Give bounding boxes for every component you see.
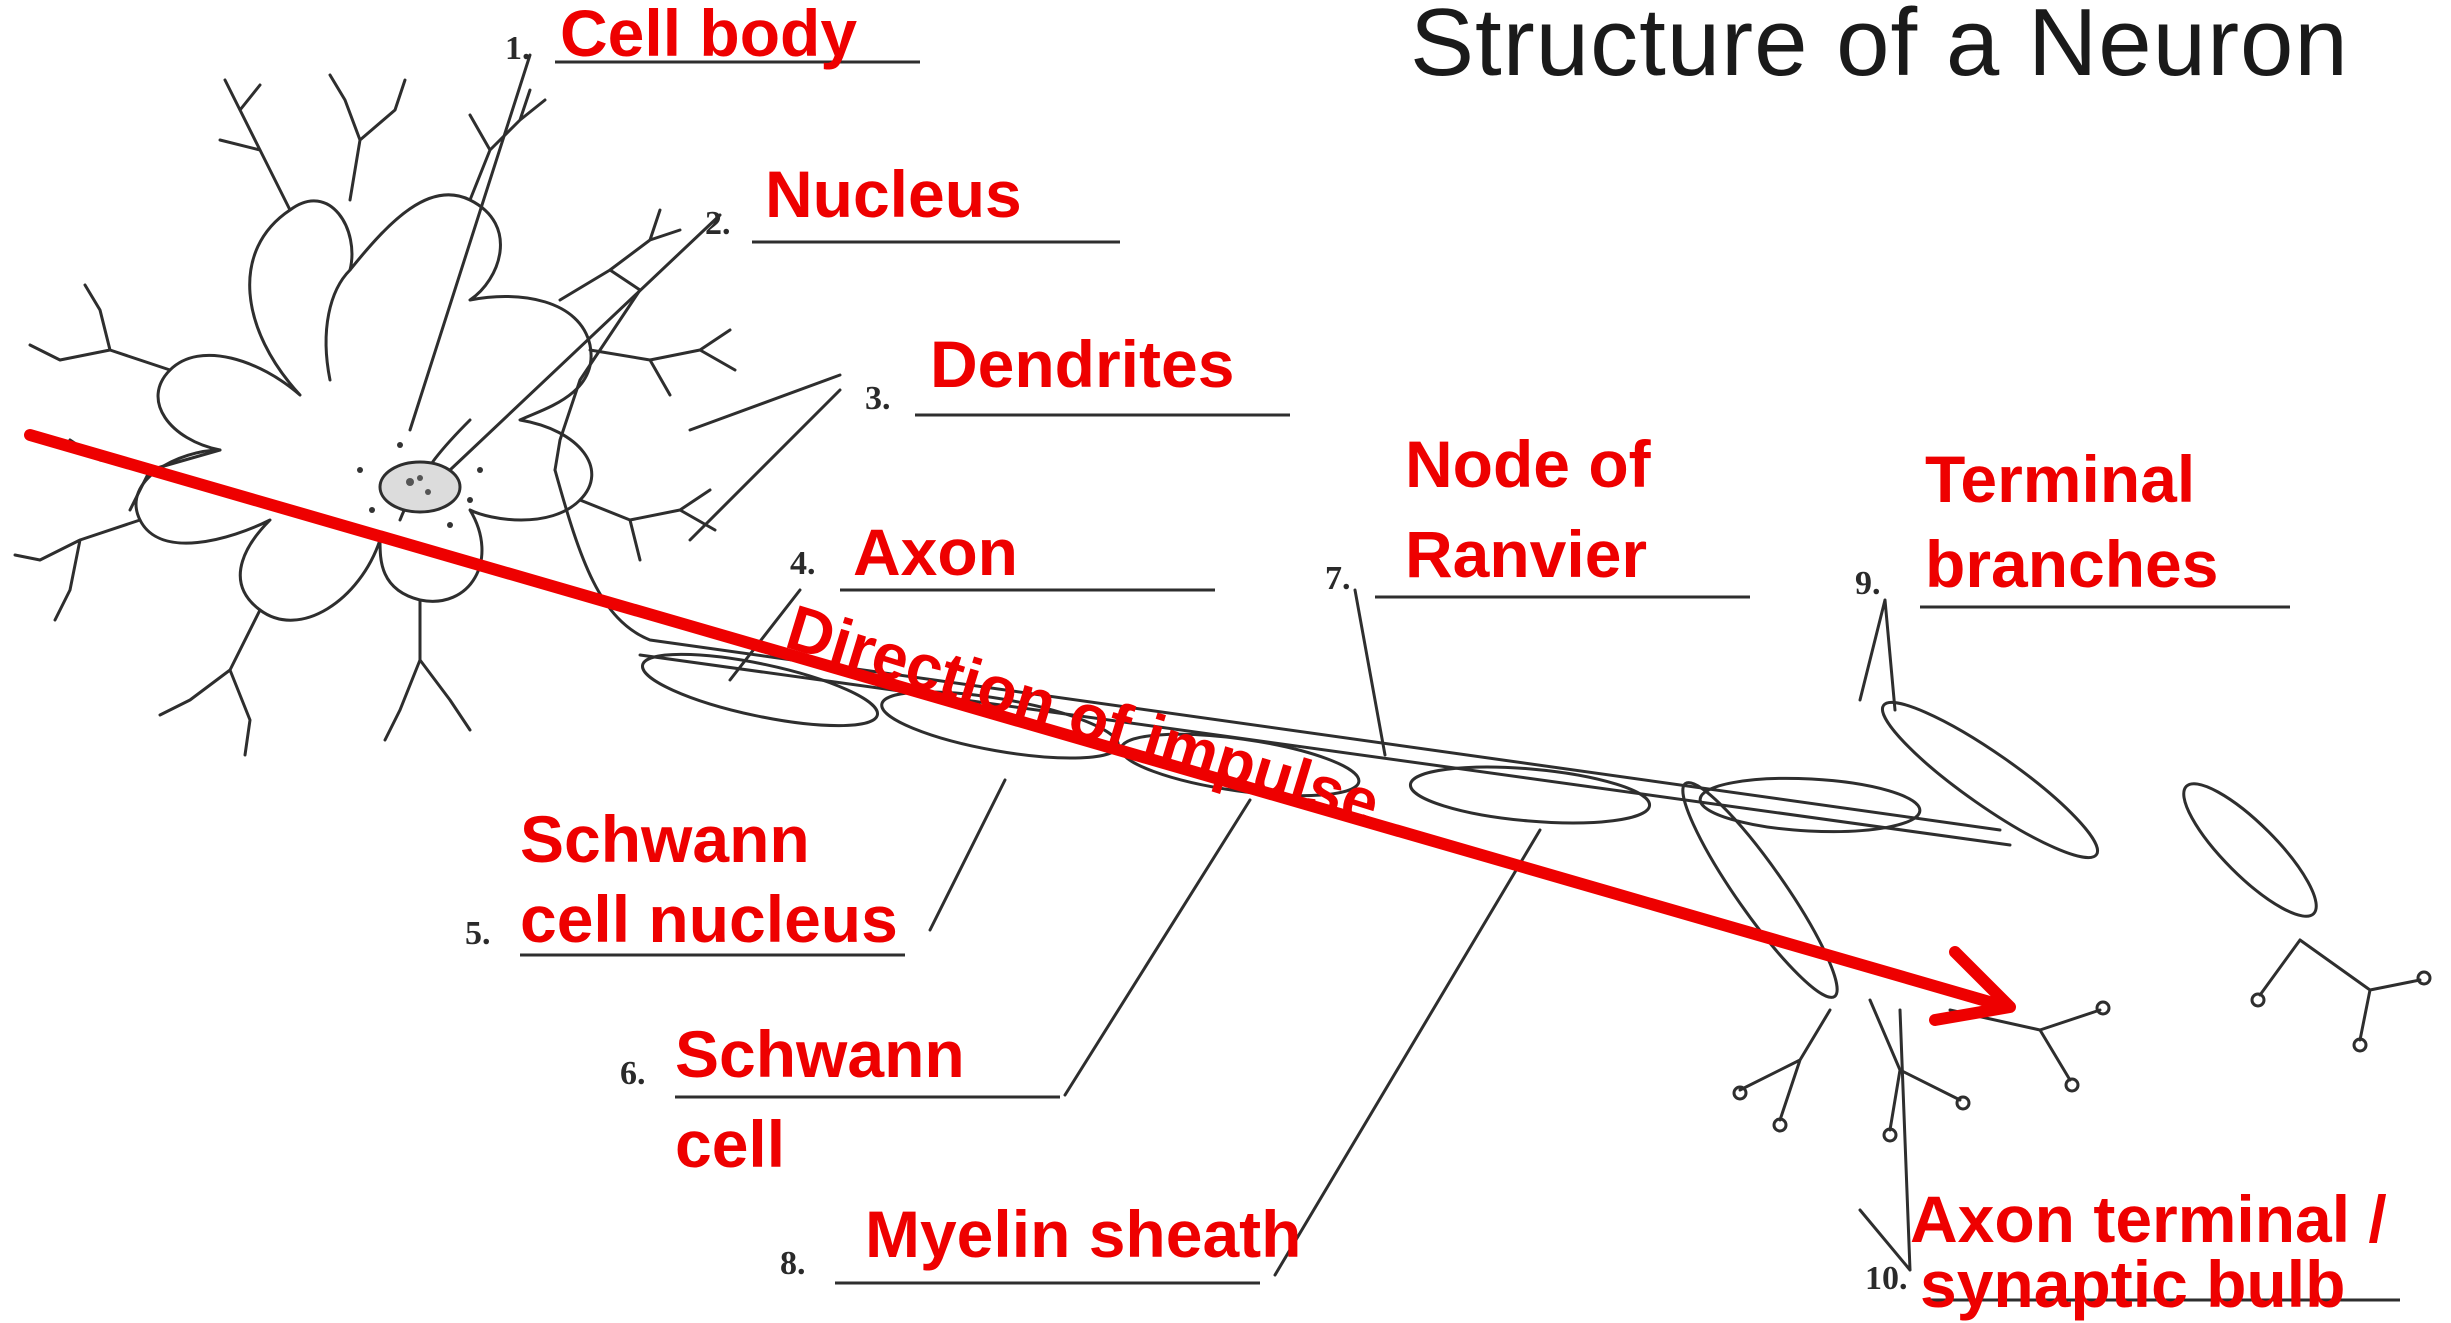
label-number: 8.: [780, 1245, 806, 1283]
label-number: 3.: [865, 380, 891, 418]
page-title: Structure of a Neuron: [1410, 0, 2349, 98]
axon-label: Axon: [853, 513, 1018, 591]
nucleus-label: Nucleus: [765, 155, 1022, 233]
terminal-branches-drawing: [1734, 940, 2430, 1141]
node-of-ranvier-label-line2: Ranvier: [1405, 515, 1647, 593]
axon-terminal-label-line2: synaptic bulb: [1920, 1245, 2345, 1323]
label-number: 6.: [620, 1055, 646, 1093]
label-number: 5.: [465, 915, 491, 953]
label-number: 7.: [1325, 560, 1351, 598]
schwann-cell-nucleus-label-line2: cell nucleus: [520, 880, 898, 958]
cell-body-drawing: [136, 195, 592, 620]
terminal-branches-label-line2: branches: [1925, 525, 2218, 603]
node-of-ranvier-label-line1: Node of: [1405, 425, 1651, 503]
schwann-cell-label-line1: Schwann: [675, 1015, 965, 1093]
dendrites-drawing: [15, 75, 735, 755]
label-number: 2.: [705, 205, 731, 243]
label-number: 10.: [1865, 1260, 1908, 1298]
answer-underlines: [520, 62, 2400, 1300]
label-number: 1.: [505, 30, 531, 68]
label-number: 4.: [790, 545, 816, 583]
schwann-cell-nucleus-label-line1: Schwann: [520, 800, 810, 878]
myelin-sheath-label: Myelin sheath: [865, 1195, 1301, 1273]
cell-body-label: Cell body: [560, 0, 857, 72]
dendrites-label: Dendrites: [930, 325, 1234, 403]
schwann-cell-label-line2: cell: [675, 1105, 785, 1183]
terminal-branches-label-line1: Terminal: [1925, 440, 2195, 518]
label-number: 9.: [1855, 565, 1881, 603]
